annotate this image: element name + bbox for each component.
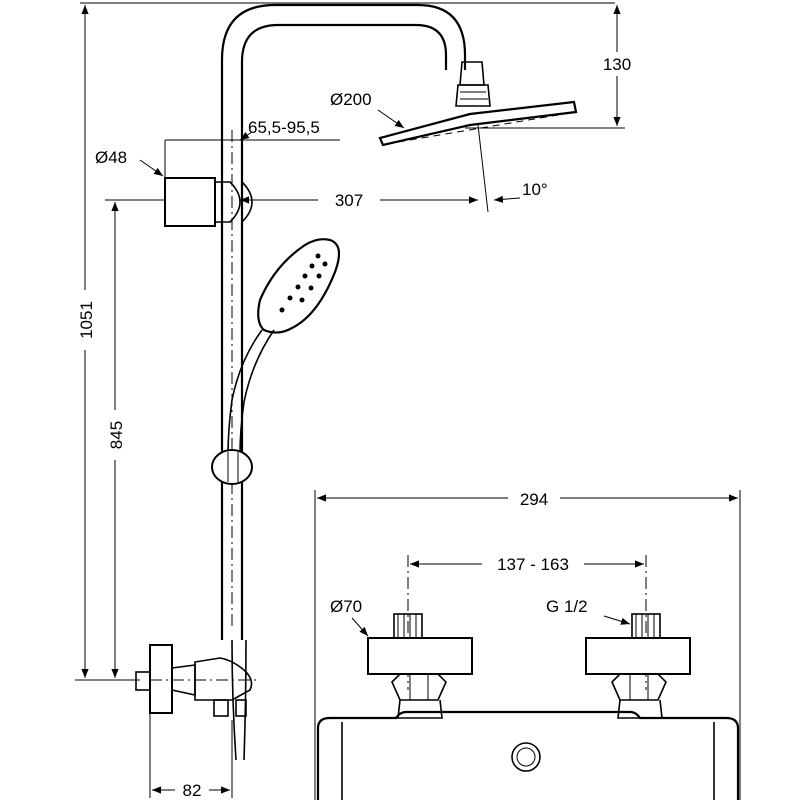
head-tilt-label: 10° [522, 180, 548, 199]
escutcheon-diameter-label: Ø70 [330, 597, 362, 616]
inlet-spacing-dimension: 137 - 163 [407, 552, 647, 690]
inlet-thread-label: G 1/2 [546, 597, 588, 616]
bracket-diameter-label: Ø48 [95, 148, 127, 167]
wall-bracket [164, 140, 253, 227]
slide-holder [211, 449, 253, 485]
wall-connection [135, 644, 260, 717]
total-height-label: 1051 [77, 301, 96, 339]
hand-shower-nozzles [279, 253, 328, 313]
mixer-left-inlet [367, 613, 473, 719]
mixer-width-label: 294 [520, 490, 548, 509]
hand-shower [227, 238, 341, 456]
mixer-body [316, 710, 740, 800]
shower-head [378, 61, 578, 213]
shower-hose [221, 484, 247, 761]
inlet-spacing-label: 137 - 163 [497, 555, 569, 574]
arm-offset-dimension: 65,5-95,5 [165, 118, 340, 141]
arm-reach-dimension: 307 [240, 188, 478, 212]
riser-pipe [220, 3, 467, 640]
mixer-width-dimension: 294 [314, 486, 741, 800]
head-drop-dimension: 130 [465, 5, 638, 129]
bracket-height-label: 845 [107, 421, 126, 449]
arm-offset-label: 65,5-95,5 [248, 118, 320, 137]
escutcheon-diameter-callout: Ø70 [330, 597, 369, 637]
mixer-outlet-icon [511, 742, 541, 772]
wall-offset-label: 82 [183, 781, 202, 800]
head-diameter-callout: Ø200 [330, 90, 405, 129]
head-diameter-label: Ø200 [330, 90, 372, 109]
arm-reach-label: 307 [335, 191, 363, 210]
bracket-diameter-callout: Ø48 [95, 148, 164, 177]
mixer-right-inlet [585, 613, 691, 719]
total-height-dimension: 1051 [68, 2, 615, 681]
head-tilt-callout: 10° [493, 180, 548, 203]
inlet-thread-callout: G 1/2 [546, 597, 631, 625]
bracket-height-dimension: 845 [98, 199, 165, 678]
wall-offset-dimension: 82 [149, 713, 233, 800]
head-drop-label: 130 [603, 55, 631, 74]
